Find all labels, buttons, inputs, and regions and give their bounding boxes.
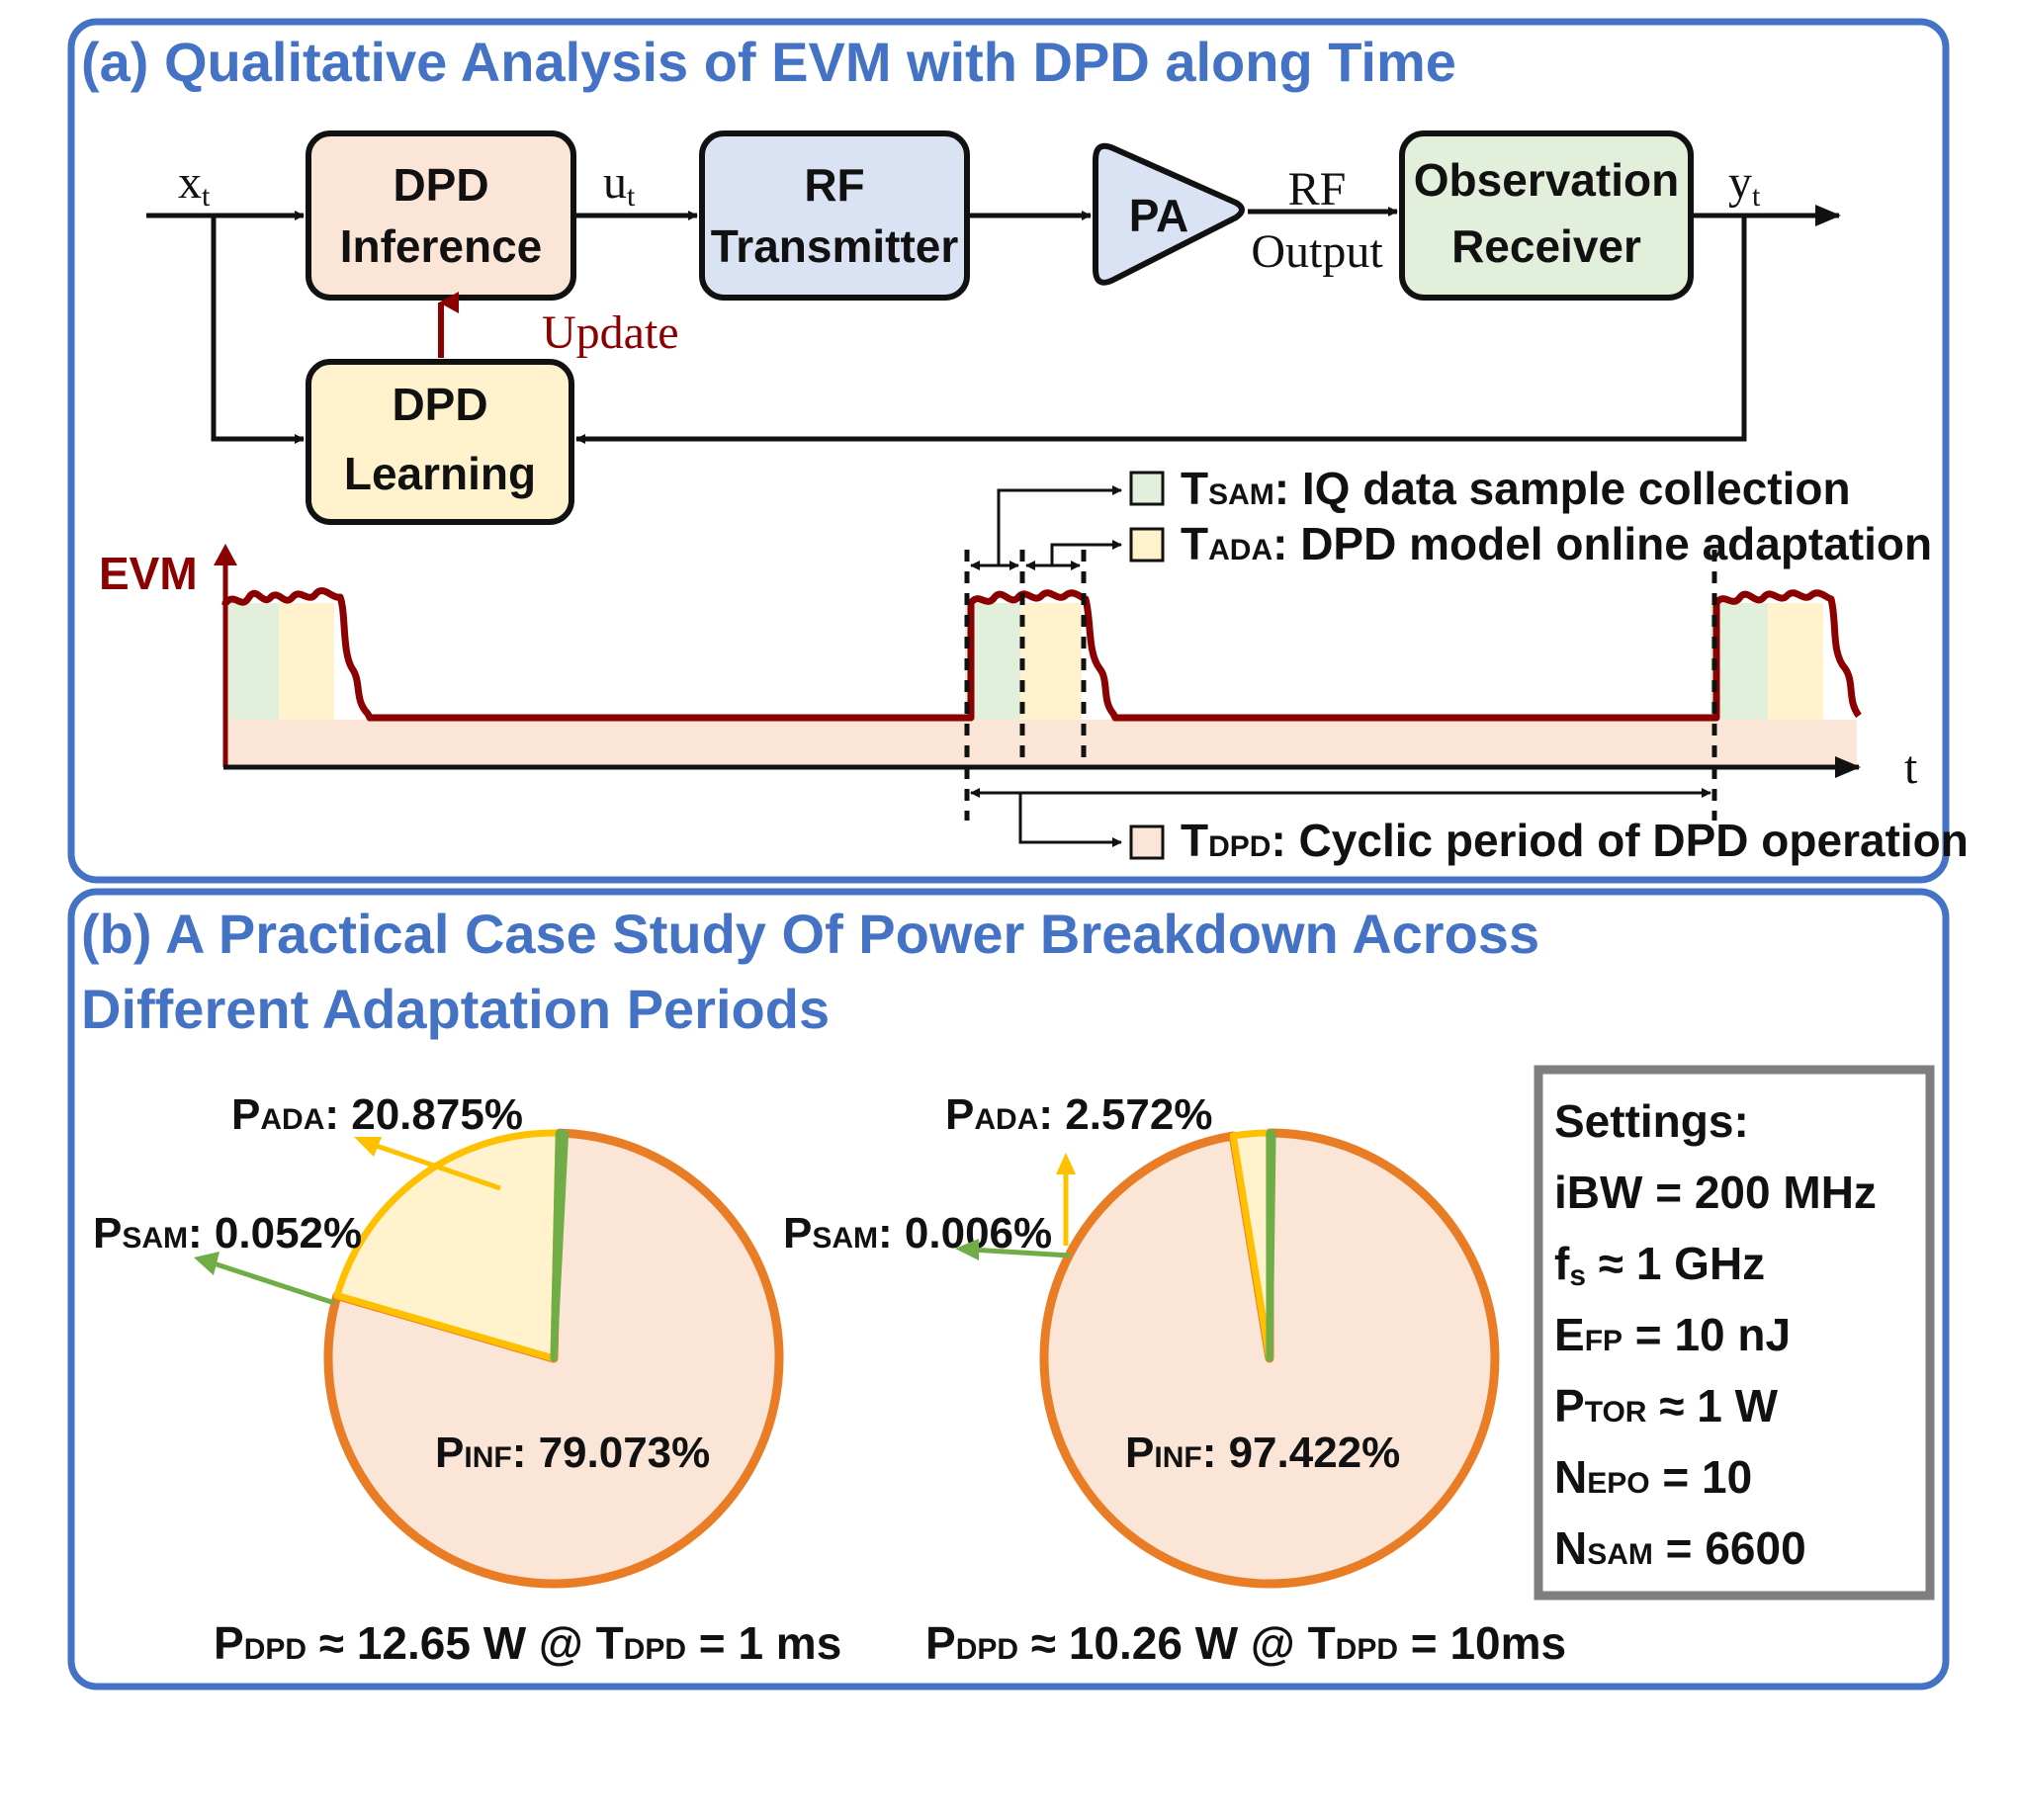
pie2-ada-label: PADA: 2.572% (945, 1090, 1212, 1139)
pie1-ada-leader (361, 1138, 501, 1191)
settings-row-ibw: iBW = 200 MHz (1554, 1167, 1877, 1218)
legend-tsam: TSAM: IQ data sample collection (1129, 463, 1851, 514)
svg-text:Receiver: Receiver (1451, 220, 1641, 272)
pa-block: PA (1093, 142, 1245, 286)
svg-text:DPD: DPD (393, 159, 488, 211)
svg-text:TSAM: IQ data sample collectio: TSAM: IQ data sample collection (1181, 463, 1851, 514)
evm-curve (221, 587, 1862, 722)
legend-tada: TADA: DPD model online adaptation (1129, 518, 1932, 569)
pie1-sam-label: PSAM: 0.052% (93, 1209, 362, 1257)
pie2-caption: PDPD ≈ 10.26 W @ TDPD = 10ms (925, 1617, 1566, 1669)
panel-a-frame (67, 18, 1950, 884)
settings-row-ptor: PTOR ≈ 1 W (1554, 1380, 1779, 1431)
tada-region-2 (1020, 603, 1082, 720)
svg-text:TADA: DPD model online adaptat: TADA: DPD model online adaptation (1181, 518, 1932, 569)
settings-title: Settings: (1554, 1095, 1749, 1147)
svg-text:Learning: Learning (344, 448, 536, 499)
svg-text:PA: PA (1129, 190, 1189, 241)
pie1-ada-label: PADA: 20.875% (231, 1090, 523, 1139)
pie1-inf-label: PINF: 79.073% (435, 1429, 710, 1477)
settings-box: Settings: iBW = 200 MHz fs ≈ 1 GHz EFP =… (1534, 1065, 1935, 1601)
rf-output-label-line2: Output (1251, 225, 1383, 278)
svg-text:RF: RF (804, 159, 864, 211)
pie2-inf-label: PINF: 97.422% (1125, 1429, 1400, 1477)
pie-chart-1 (323, 1128, 784, 1589)
panel-b-title-line2: Different Adaptation Periods (81, 978, 830, 1040)
legend-tdpd: TDPD: Cyclic period of DPD operation (1129, 815, 1969, 866)
svg-text:Inference: Inference (340, 220, 543, 272)
timing-spans (970, 485, 1711, 847)
dpd-inference-block: DPD Inference (306, 130, 576, 301)
pie2-sam-leader (970, 1247, 1071, 1258)
settings-row-nsam: NSAM = 6600 (1554, 1522, 1806, 1574)
signal-wires (146, 205, 1841, 444)
tada-region-1 (279, 603, 334, 720)
tada-region-3 (1768, 603, 1823, 720)
rf-transmitter-block: RF Transmitter (699, 130, 970, 301)
svg-text:Observation: Observation (1414, 154, 1679, 206)
tsam-region-1 (227, 603, 279, 720)
settings-row-fs: fs ≈ 1 GHz (1554, 1238, 1765, 1292)
pie2-slice-sam (1266, 1129, 1276, 1362)
dpd-learning-block: DPD Learning (306, 359, 574, 525)
pie-chart-2 (1039, 1128, 1500, 1589)
panel-a-title: (a) Qualitative Analysis of EVM with DPD… (81, 31, 1456, 93)
evm-axis-label: EVM (99, 548, 198, 599)
tdpd-band (225, 720, 1857, 765)
panel-b-title-line1: (b) A Practical Case Study Of Power Brea… (81, 903, 1539, 965)
u-signal-label: ut (603, 156, 636, 213)
svg-text:TDPD: Cyclic period of DPD ope: TDPD: Cyclic period of DPD operation (1181, 815, 1969, 866)
svg-text:DPD: DPD (392, 379, 487, 430)
observation-receiver-block: Observation Receiver (1399, 130, 1694, 301)
y-signal-label: yt (1728, 156, 1761, 213)
t-axis-label: t (1904, 741, 1918, 794)
settings-row-nepo: NEPO = 10 (1554, 1451, 1752, 1503)
pie1-sam-leader (207, 1258, 335, 1306)
panel-b-frame (67, 888, 1950, 1690)
timing-diagram: EVM t TSAM: IQ data sample collection TA… (99, 463, 1969, 866)
pie1-caption: PDPD ≈ 12.65 W @ TDPD = 1 ms (214, 1617, 841, 1669)
pie1-slice-ada (333, 1129, 563, 1362)
pie1-slice-sam (550, 1129, 570, 1362)
svg-text:Transmitter: Transmitter (711, 220, 959, 272)
x-signal-label: xt (178, 156, 211, 213)
settings-row-efp: EFP = 10 nJ (1554, 1309, 1791, 1360)
update-label: Update (542, 306, 679, 359)
rf-output-label-line1: RF (1288, 163, 1347, 216)
tsam-region-3 (1710, 603, 1768, 720)
timing-markers (964, 550, 1717, 821)
